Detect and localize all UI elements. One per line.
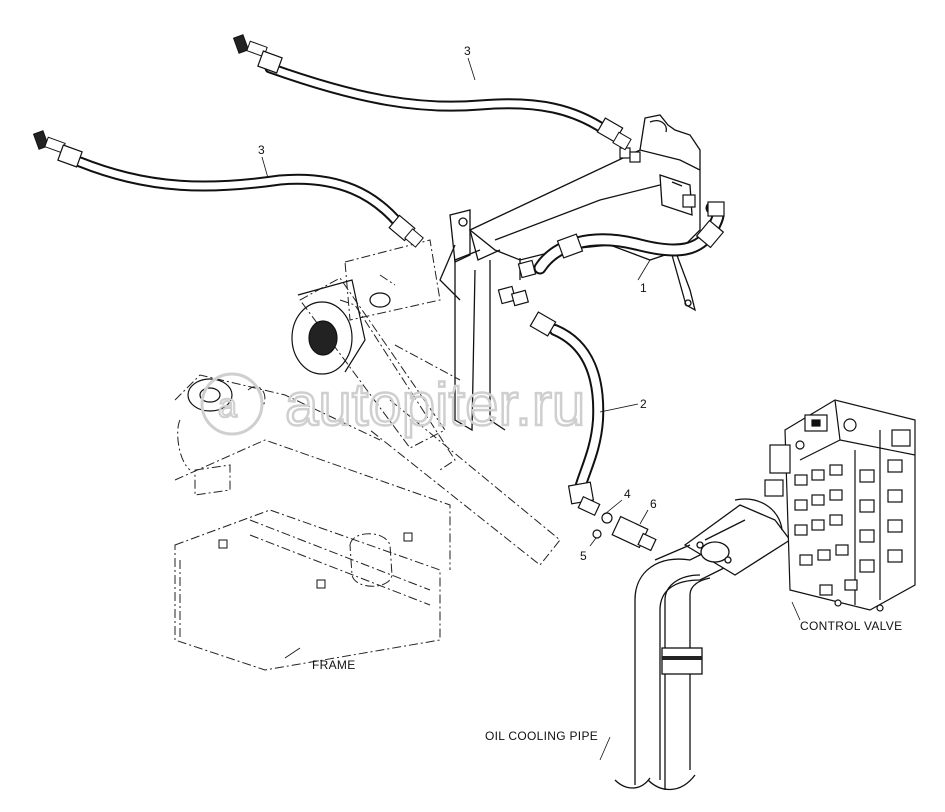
valve-fittings [794, 429, 911, 596]
caption-control-valve: CONTROL VALVE [800, 619, 902, 633]
bracket-fittings [497, 147, 696, 307]
hose-bracket [533, 201, 725, 275]
callout-5: 5 [580, 549, 587, 563]
hose-lower [32, 130, 424, 248]
control-valve [764, 399, 916, 612]
callout-2: 2 [640, 397, 647, 411]
leader-lines [261, 57, 801, 761]
callout-6: 6 [650, 497, 657, 511]
frame-structure [174, 239, 561, 671]
callout-3-lower: 3 [258, 143, 265, 157]
caption-oil-cooling-pipe: OIL COOLING PIPE [485, 729, 598, 743]
callout-3-upper: 3 [464, 44, 471, 58]
caption-frame: FRAME [312, 658, 356, 672]
oil-cooling-pipe [614, 498, 791, 791]
frame-pin-boss [187, 279, 391, 412]
frame-small-blocks [218, 532, 413, 589]
watermark-text: autopiter.ru [285, 371, 585, 438]
watermark: a autopiter.ru [200, 370, 586, 439]
hose-middle [529, 311, 605, 517]
hose-upper [232, 34, 632, 151]
watermark-logo-glyph: a [218, 387, 237, 425]
callout-1: 1 [640, 281, 647, 295]
seal-and-connector [592, 512, 657, 552]
callout-4: 4 [624, 487, 631, 501]
